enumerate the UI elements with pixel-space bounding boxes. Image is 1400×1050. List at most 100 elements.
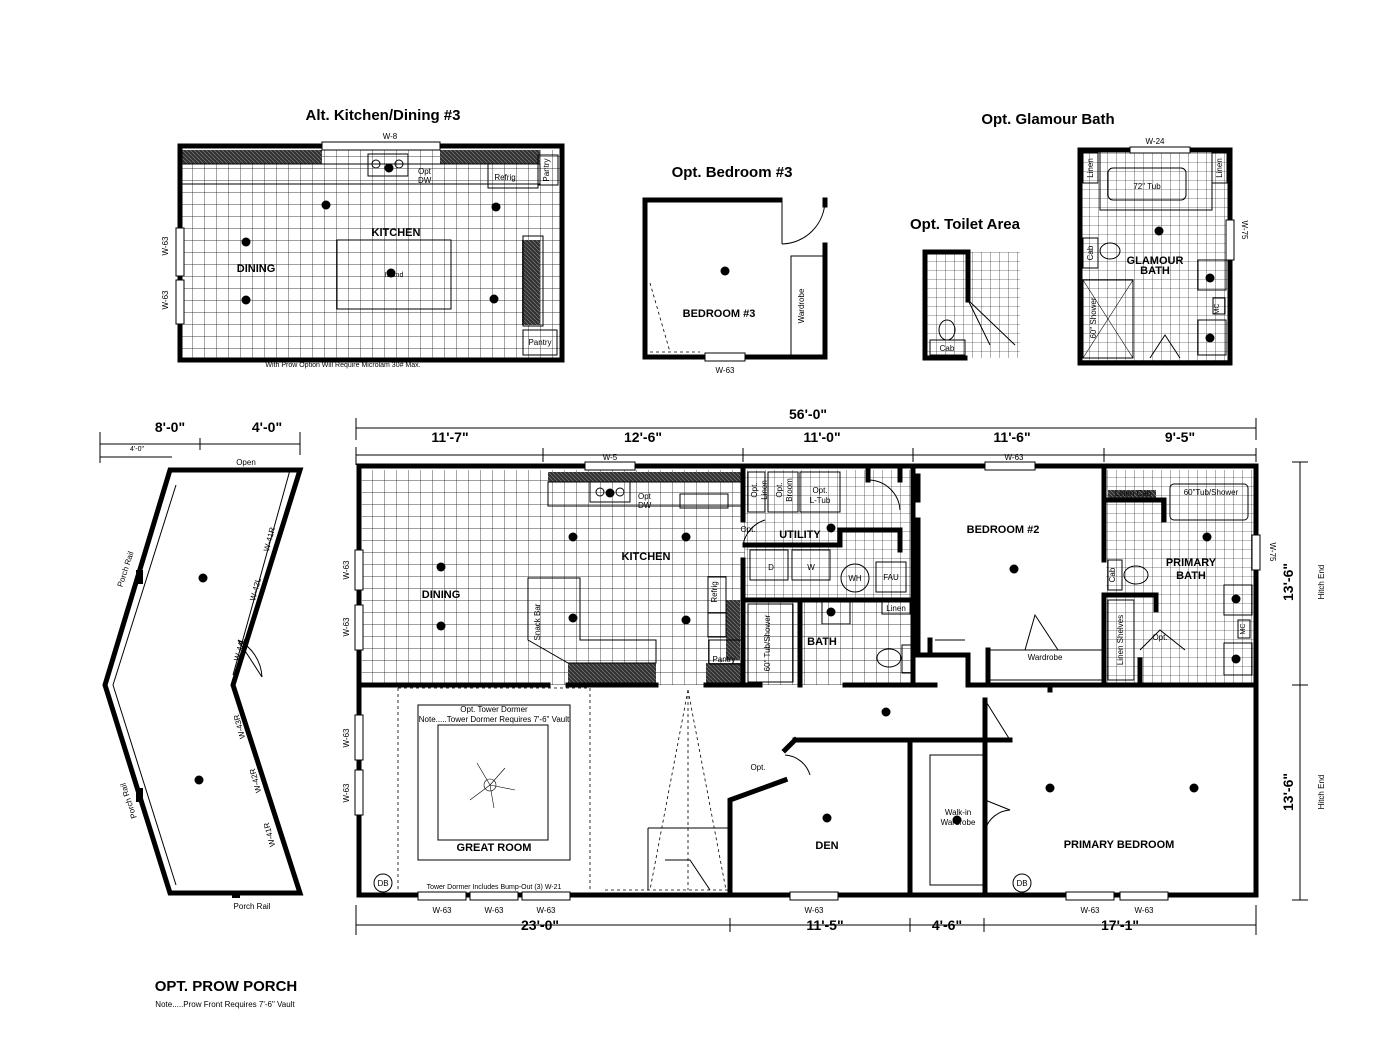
opt-bedroom3-label: BEDROOM #3: [683, 308, 756, 320]
walkin-label-1: Walk-in: [945, 808, 971, 817]
linen-label: Linen: [886, 604, 906, 613]
glamour-label-2: BATH: [1140, 265, 1170, 277]
glamour-label-1: GLAMOUR: [1127, 255, 1184, 267]
w63-left-4: W-63: [342, 783, 351, 803]
cab-label: Cab: [1108, 567, 1117, 582]
prow-note: Note.....Prow Front Requires 7'-6" Vault: [155, 1000, 295, 1009]
alt-pantry-top-label: Pantry: [542, 158, 551, 181]
mc-label: MC: [1240, 624, 1247, 635]
alt-kitchen-dining-plan: Alt. Kitchen/Dining #3 W-8 W-63 W-63 KIT…: [161, 107, 565, 369]
snack-bar-label: Snack Bar: [533, 603, 542, 640]
opt-toilet-plan: Opt. Toilet Area Cab: [910, 216, 1021, 361]
bath-label: BATH: [807, 636, 837, 648]
opt-linen-label-1: Opt.: [750, 482, 759, 497]
prow-dim-1: 8'-0": [155, 419, 185, 435]
prow-dim-3: 4'-0": [130, 446, 144, 453]
primary-bath-label-1: PRIMARY: [1166, 557, 1217, 569]
glamour-w24: W-24: [1146, 137, 1166, 146]
tub-shower-bath-label: 60" Tub/Shower: [763, 614, 772, 671]
right-dim-1: 13'-6": [1280, 563, 1296, 601]
pantry-label: Pantry: [712, 655, 735, 664]
w63-bottom-5: W-63: [1081, 906, 1101, 915]
alt-refrig-label: Refrig: [494, 173, 515, 182]
opt-bedroom3-plan: Opt. Bedroom #3 BEDROOM #3 Wardrobe W-63: [642, 164, 828, 375]
tub-shower-primary-label: 60"Tub/Shower: [1184, 488, 1239, 497]
prow-porch-plan: 8'-0" 4'-0" 4'-0" Open Porch Rail Porch …: [99, 419, 304, 1009]
glamour-mc: MC: [1214, 304, 1221, 315]
w75-label: W-75: [1268, 543, 1277, 563]
primary-bedroom-label: PRIMARY BEDROOM: [1064, 839, 1175, 851]
bottom-dim-4: 17'-1": [1101, 917, 1139, 933]
refrig-label: Refrig: [710, 581, 719, 602]
tower-dormer-label-3: Tower Dormer Includes Bump-Out (3) W-21: [427, 884, 562, 891]
glamour-w75: W-75: [1240, 221, 1249, 241]
opt-dw-label-1: Opt: [638, 492, 652, 501]
opt-utility-label: Opt.: [740, 525, 755, 534]
main-floor-plan: 56'-0" 11'-7" 12'-6" 11'-0" 11'-6" 9'-5"…: [342, 406, 1326, 935]
alt-dw-label: DW: [418, 176, 432, 185]
tower-dormer-label-1: Opt. Tower Dormer: [460, 705, 528, 714]
opt-broom-label-2: Broom: [785, 478, 794, 502]
alt-opt-label: Opt: [418, 167, 432, 176]
linen-cab-label: Linen Cab: [1115, 489, 1152, 498]
bottom-dim-3: 4'-6": [932, 917, 962, 933]
alt-w8-label: W-8: [383, 132, 398, 141]
top-dim-2: 12'-6": [624, 429, 662, 445]
wardrobe-label: Wardrobe: [1028, 653, 1063, 662]
db-label-1: DB: [377, 879, 388, 888]
glamour-cab: Cab: [1086, 245, 1095, 260]
opt-ltub-label-1: Opt.: [812, 486, 827, 495]
glamour-shower: 60" Shower: [1089, 297, 1098, 338]
alt-w63-label-b: W-63: [161, 290, 170, 310]
alt-note: With Prow Option Will Require Microlam 3…: [265, 362, 420, 369]
alt-kitchen-label: KITCHEN: [372, 227, 421, 239]
opt-toilet-cab: Cab: [940, 344, 955, 353]
opt-glamour-title: Opt. Glamour Bath: [981, 111, 1114, 128]
db-label-2: DB: [1016, 879, 1027, 888]
top-dim-3: 11'-0": [803, 429, 840, 445]
w63-bottom-2: W-63: [485, 906, 505, 915]
water-heater-label: WH: [848, 574, 862, 583]
prow-porch-rail-a: Porch Rail: [116, 550, 136, 588]
w63-bottom-6: W-63: [1135, 906, 1155, 915]
den-label: DEN: [815, 840, 838, 852]
linen-shelves-label: Linen Shelves: [1116, 615, 1125, 665]
opt-ltub-label-2: L-Tub: [810, 496, 831, 505]
w63-left-3: W-63: [342, 728, 351, 748]
prow-open-label: Open: [236, 458, 256, 467]
prow-dim-2: 4'-0": [252, 419, 282, 435]
dryer-label: D: [768, 563, 774, 572]
primary-bath-label-2: BATH: [1176, 570, 1206, 582]
prow-title: OPT. PROW PORCH: [155, 978, 298, 995]
alt-kitchen-title: Alt. Kitchen/Dining #3: [305, 107, 460, 124]
glamour-tub: 72" Tub: [1133, 182, 1161, 191]
alt-pantry-bottom-label: Pantry: [528, 338, 551, 347]
opt-linen-label-2: Linen: [760, 480, 769, 500]
w63-left-2: W-63: [342, 617, 351, 637]
opt-bedroom3-title: Opt. Bedroom #3: [672, 164, 793, 181]
w5-label: W-5: [603, 453, 618, 462]
top-dim-4: 11'-6": [993, 429, 1030, 445]
w63-bottom-1: W-63: [433, 906, 453, 915]
opt-broom-label-1: Opt.: [775, 482, 784, 497]
hitch-end-b: Hitch End: [1317, 775, 1326, 810]
utility-label: UTILITY: [779, 529, 821, 541]
w63-bed2-label: W-63: [1005, 453, 1025, 462]
prow-w41r-bot: W-41R: [262, 821, 277, 847]
opt-den-label: Opt.: [750, 763, 765, 772]
glamour-linen-left: Linen: [1086, 158, 1095, 178]
bottom-dim-2: 11'-5": [806, 917, 843, 933]
opt-toilet-title: Opt. Toilet Area: [910, 216, 1021, 233]
kitchen-label: KITCHEN: [622, 551, 671, 563]
washer-label: W: [807, 563, 815, 572]
alt-w63-label-a: W-63: [161, 236, 170, 256]
fau-label: FAU: [883, 573, 899, 582]
bottom-dim-1: 23'-0": [521, 917, 559, 933]
hitch-end-a: Hitch End: [1317, 565, 1326, 600]
opt-primary-bath-label: Opt.: [1152, 633, 1167, 642]
overall-dimension: 56'-0": [789, 406, 827, 422]
opt-glamour-bath-plan: Opt. Glamour Bath W-24 W-75 72" Tub Line…: [981, 111, 1249, 366]
opt-dw-label-2: DW: [638, 501, 652, 510]
tower-dormer-label-2: Note.....Tower Dormer Requires 7'-6" Vau…: [419, 715, 570, 724]
right-dim-2: 13'-6": [1280, 773, 1296, 811]
